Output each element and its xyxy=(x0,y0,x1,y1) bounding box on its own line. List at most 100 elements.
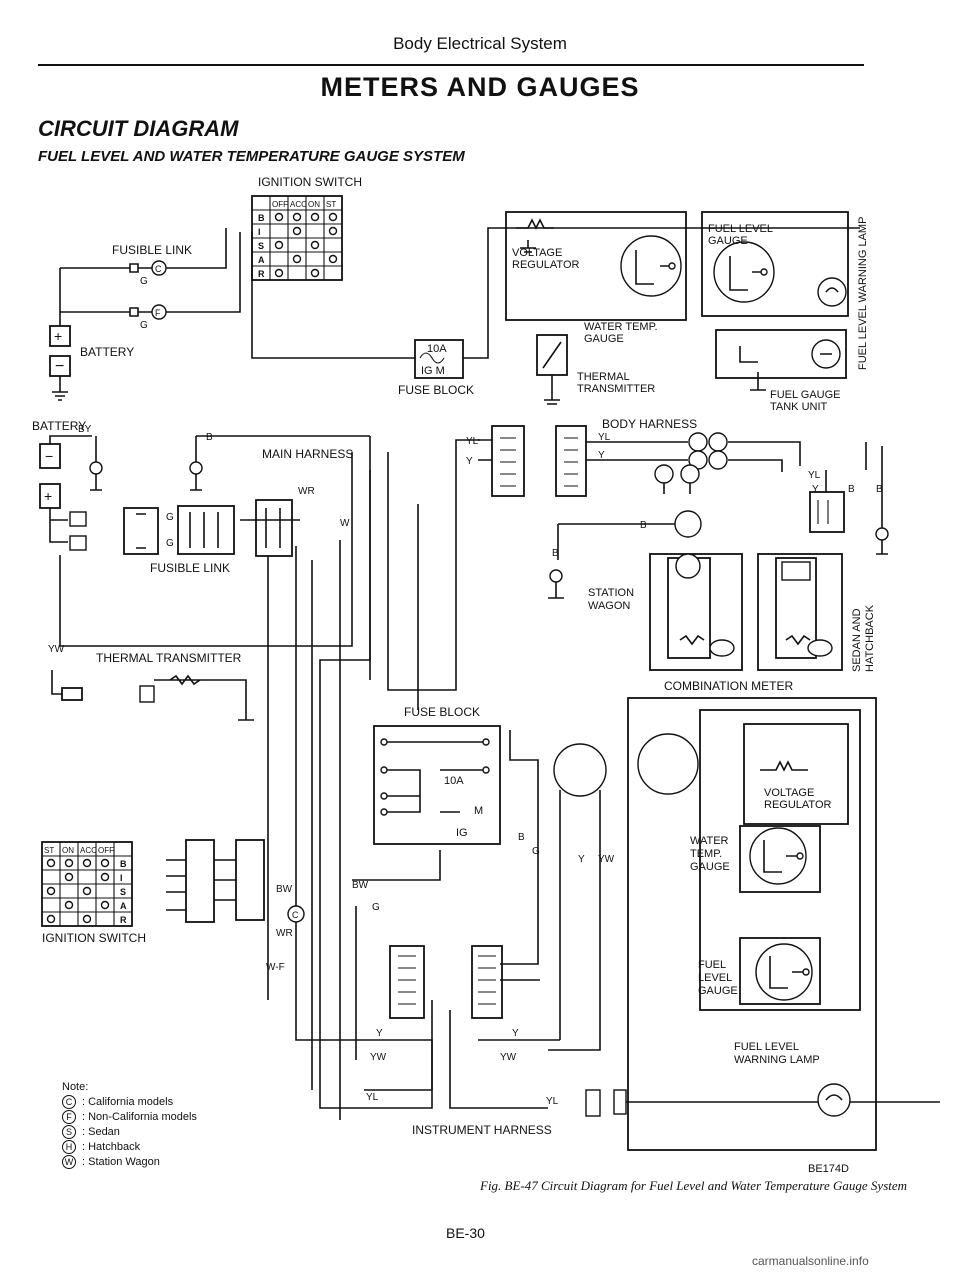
ignition-switch-lower-label: IGNITION SWITCH xyxy=(42,931,146,945)
note-item: H: Hatchback xyxy=(62,1140,197,1155)
notes-title: Note: xyxy=(62,1081,89,1093)
svg-text:M: M xyxy=(474,805,483,817)
fuse-10a-label: 10A xyxy=(427,343,447,355)
switch-contact xyxy=(328,254,338,264)
switch-row-label: R xyxy=(120,915,127,925)
wire-code-g-1: G xyxy=(166,512,174,523)
watermark: carmanualsonline.info xyxy=(752,1254,869,1268)
note-item: W : Station Wagon xyxy=(62,1155,197,1170)
switch-contact xyxy=(82,914,92,924)
fuel-level-gauge-box xyxy=(701,211,849,317)
wire-code-yl-1: YL xyxy=(466,436,479,447)
svg-text:G: G xyxy=(140,320,148,331)
wire-code-y-3: Y xyxy=(812,484,819,495)
wire-code-yl-2: YL xyxy=(598,432,611,443)
notes-legend: Note: C : California models F : Non-Califo… xyxy=(62,1080,197,1170)
wire-code-b: B xyxy=(206,432,213,443)
switch-contact xyxy=(292,254,302,264)
wire-code-y-5: Y xyxy=(512,1028,519,1039)
battery-lower-symbol: − + xyxy=(39,435,370,551)
wire-code-w: W xyxy=(340,518,350,529)
note-text: : Non-California models xyxy=(82,1111,197,1123)
wire-code-b-3: B xyxy=(552,548,559,559)
sedan-hatchback-label: SEDAN ANDHATCHBACK xyxy=(851,604,876,672)
note-text: : Sedan xyxy=(82,1126,120,1138)
switch-contact xyxy=(46,886,56,896)
wire-code-wr-2: WR xyxy=(276,928,293,939)
ignition-switch-label: IGNITION SWITCH xyxy=(258,175,362,189)
main-harness-label: MAIN HARNESS xyxy=(262,447,353,461)
note-text: : Hatchback xyxy=(82,1141,141,1153)
note-text: : California models xyxy=(82,1096,174,1108)
svg-text:−: − xyxy=(45,448,53,464)
switch-contact xyxy=(64,858,74,868)
svg-text:+: + xyxy=(44,488,52,504)
wire-code-g-4: G xyxy=(532,846,540,857)
wire-code-by: BY xyxy=(78,424,92,435)
switch-contact xyxy=(100,858,110,868)
switch-contact xyxy=(292,212,302,222)
switch-contact xyxy=(310,240,320,250)
switch-column-header: OFF xyxy=(98,846,114,855)
note-symbol: C xyxy=(62,1095,76,1109)
fuse-block-lower-label: FUSE BLOCK xyxy=(404,705,480,719)
ignition-switch-lower-connectors xyxy=(166,839,265,923)
wire-code-bw-2: BW xyxy=(352,880,369,891)
sedan-hatchback-meter-box xyxy=(757,553,843,671)
wire-code-yw-4: YW xyxy=(598,854,615,865)
thermal-transmitter-lower-symbol xyxy=(51,670,254,721)
sedan-connectors xyxy=(809,442,889,555)
fuse-10a-lower-label: 10A xyxy=(444,775,464,787)
fuse-block-lower-symbol xyxy=(373,725,501,845)
switch-contact xyxy=(292,226,302,236)
wire-code-yl-5: YL xyxy=(546,1096,559,1107)
note-symbol: W xyxy=(62,1155,76,1169)
switch-contact xyxy=(328,226,338,236)
note-item: F : Non-California models xyxy=(62,1110,197,1125)
switch-contact xyxy=(64,900,74,910)
fusible-link-lower-label: FUSIBLE LINK xyxy=(150,561,230,575)
switch-column-header: ST xyxy=(326,200,336,209)
switch-contact xyxy=(274,268,284,278)
switch-row-label: S xyxy=(120,887,126,897)
header-rule xyxy=(38,64,864,66)
switch-row-label: R xyxy=(258,269,265,279)
circuit-diagram-heading: CIRCUIT DIAGRAM xyxy=(38,116,239,141)
switch-contact xyxy=(274,240,284,250)
wire-code-g-3: G xyxy=(372,902,380,913)
main-harness-wires xyxy=(59,436,480,1120)
wire-code-yl-4: YL xyxy=(366,1092,379,1103)
switch-column-header: ACC xyxy=(80,846,97,855)
gauge-system-subheading: FUEL LEVEL AND WATER TEMPERATURE GAUGE S… xyxy=(38,148,465,165)
wire-code-y-2: Y xyxy=(598,450,605,461)
wire-code-y-1: Y xyxy=(466,456,473,467)
switch-contact xyxy=(82,886,92,896)
wire-code-yw-2: YW xyxy=(370,1052,387,1063)
voltage-regulator-box xyxy=(505,211,687,321)
note-symbol: F xyxy=(62,1110,76,1124)
note-text: : Station Wagon xyxy=(82,1156,160,1168)
wire-code-b-6: B xyxy=(518,832,525,843)
fusible-link-label: FUSIBLE LINK xyxy=(112,243,192,257)
fuse-ig-m-label: IG M xyxy=(421,365,445,377)
fuel-gauge-tank-unit xyxy=(715,329,847,391)
wire-code-bw: BW xyxy=(276,884,293,895)
combination-meter-lower-box xyxy=(627,697,877,1151)
switch-contact xyxy=(46,858,56,868)
svg-text:C: C xyxy=(292,910,299,920)
fuse-block-label: FUSE BLOCK xyxy=(398,383,474,397)
instrument-harness-label: INSTRUMENT HARNESS xyxy=(412,1123,552,1137)
wire-code-b-5: B xyxy=(876,484,883,495)
switch-contact xyxy=(310,268,320,278)
switch-contact xyxy=(46,914,56,924)
note-item: C : California models xyxy=(62,1095,197,1110)
